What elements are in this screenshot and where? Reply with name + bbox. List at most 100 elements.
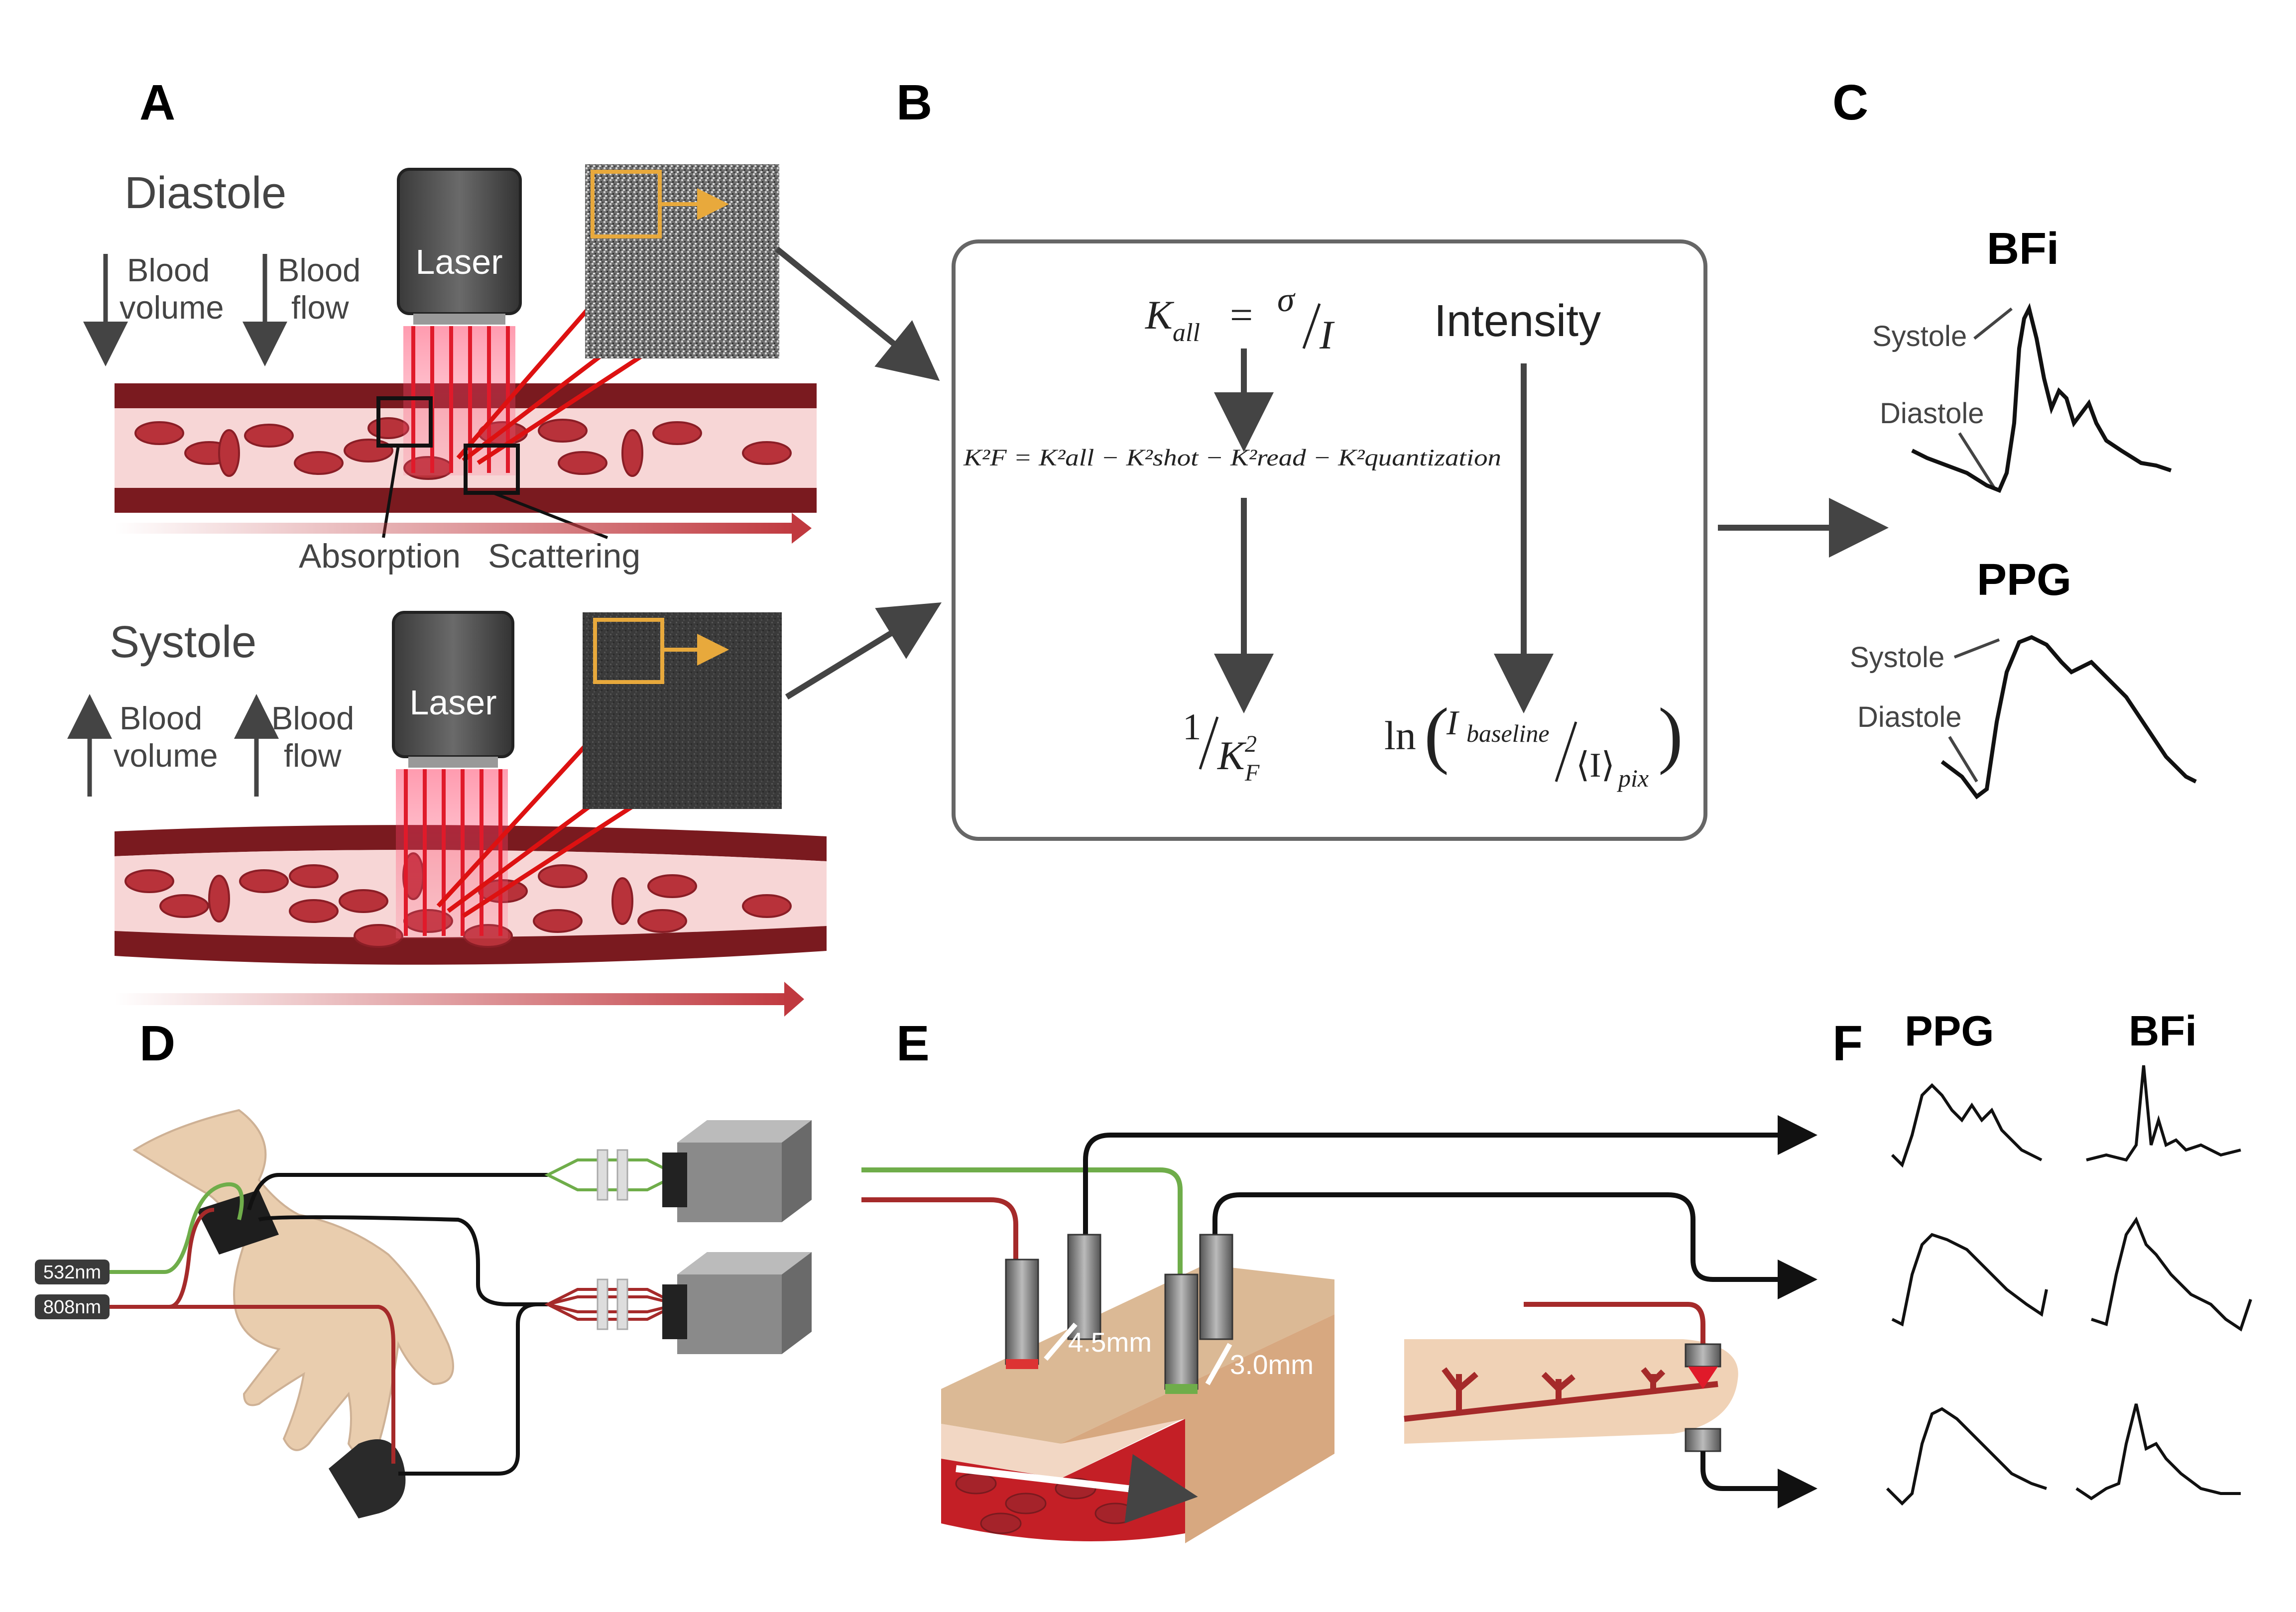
green-optics-rays [544,1158,681,1191]
i-baseline: I [1446,704,1460,742]
bfi-systole-leader [1973,307,2013,340]
flow-arrow-systole [115,993,792,1005]
k-all-over-i: I [1319,312,1335,357]
systole-label: Systole [110,617,256,667]
k-all-sigma: σ [1277,281,1296,319]
ln-close-paren: ) [1658,693,1683,776]
bfi-diastole-label: Diastole [1880,397,1984,430]
panel-letter-c: C [1832,75,1868,130]
panel-letter-d: D [139,1016,175,1071]
inv-kf-sub: F [1244,760,1260,786]
red-fiber-d-1 [110,1208,215,1309]
laser-aperture-systole [408,757,498,768]
f-ppg-title: PPG [1905,1008,1994,1055]
ppg-diastole-leader [1948,736,1978,783]
red-fiber-finger [1524,1302,1705,1344]
panel-a-systole: Systole Blood volume Blood flow [67,611,827,1017]
f-ppg-wave-1 [1891,1083,2043,1168]
finger-vessels [1404,1367,1718,1422]
black-fiber-d-2 [258,1215,548,1306]
f-bfi-title: BFi [2129,1008,2197,1055]
f-ppg-wave-3 [1886,1407,2047,1506]
scattering-box [464,444,520,495]
wavelength-532-label: 532nm [43,1262,101,1283]
tissue-flow-arrow [956,1454,1198,1523]
panel-e-probe: 4.5mm 3.0mm [861,1115,1817,1543]
camera-top [662,1120,812,1222]
panel-f-waveforms: PPG BFi [1886,1008,2252,1506]
k-all-eq: = [1230,292,1253,338]
ppg-waveform [1940,635,2197,800]
black-fiber-finger [1700,1451,1817,1508]
finger-source-light [1688,1367,1718,1389]
ln-fraction-slash [1555,721,1577,782]
absorption-leader [382,445,400,538]
camera-bottom [662,1252,812,1354]
ppg-title: PPG [1977,555,2071,605]
green-fiber-e [861,1167,1183,1274]
flow-arrow-head-systole [784,982,804,1017]
black-fiber-e-2 [1212,1192,1817,1299]
bfi-systole-label: Systole [1872,320,1967,352]
inv-kf-slash [1199,716,1219,770]
laser-label-systole: Laser [409,683,496,722]
f-bfi-wave-2 [2091,1216,2252,1332]
distance-45-label: 4.5mm [1068,1327,1152,1358]
blood-flow-label-2: flow [291,289,350,326]
red-fiber-d-2 [110,1305,395,1464]
distance-arrow-30 [1205,1343,1232,1385]
ln-symbol: ln [1384,713,1416,758]
diastole-label: Diastole [124,168,286,218]
distance-arrow-45 [1044,1322,1078,1361]
panel-b-processing: K all = σ I Intensity K²F = K²all − K²sh… [952,239,1707,841]
lens-2-bottom [616,1278,628,1330]
wavelength-808-label: 808nm [43,1297,101,1318]
bfi-title: BFi [1987,224,2059,274]
probe-source-532 [1164,1273,1199,1390]
lens-1-top [597,1149,608,1201]
black-fiber-d-1 [247,1173,548,1211]
finger-source [1685,1343,1721,1368]
f-ppg-wave-2 [1891,1233,2048,1327]
wavelength-532-tag [35,1260,110,1284]
panel-a-diastole: Diastole Blood volume Blood flow [83,164,817,575]
red-optics-rays [544,1288,681,1321]
kf-equation: K²F = K²all − K²shot − K²read − K²quanti… [963,445,1501,471]
finger-detector [1685,1428,1721,1452]
probe-detector-1 [1067,1234,1101,1340]
pix-sub: pix [1617,764,1649,792]
tissue-block-top [941,1265,1334,1444]
laser-beams-diastole [403,326,515,475]
blood-flow-label-2-sys: flow [284,737,342,774]
blood-volume-label-2-sys: volume [114,737,218,774]
ln-open-paren: ( [1424,693,1449,776]
intensity-label: Intensity [1434,296,1601,346]
bfi-diastole-leader [1958,432,1996,489]
panel-letter-e: E [896,1016,930,1071]
probe-source-808 [1005,1259,1039,1365]
hand-silhouette [132,1109,454,1457]
k-all-lhs: K [1145,292,1175,338]
ppg-systole-leader [1953,638,2000,659]
blood-flow-label-1: Blood [278,252,361,288]
blood-volume-label-2: volume [120,289,224,326]
arrow-a-to-b-top [775,246,940,381]
wrist-strap [197,1190,279,1255]
k-all-fraction-slash [1302,303,1321,349]
flow-arrow-diastole [115,523,797,534]
baseline-sub: baseline [1466,719,1550,747]
wavelength-808-tag [35,1294,110,1319]
inv-kf-numerator: 1 [1183,706,1202,748]
f-bfi-wave-1 [2086,1065,2241,1162]
ppg-systole-label: Systole [1850,641,1944,674]
laser-beams-systole [396,769,508,938]
panel-letter-f: F [1832,1016,1863,1071]
ppg-diastole-label: Diastole [1857,701,1962,733]
flow-arrow-head-diastole [792,513,812,544]
probe-detector-2 [1199,1234,1233,1340]
laser-device-diastole [397,168,522,315]
probe-source-808-tip [1006,1359,1038,1369]
scattering-label: Scattering [488,537,640,575]
lens-2-top [616,1149,628,1201]
